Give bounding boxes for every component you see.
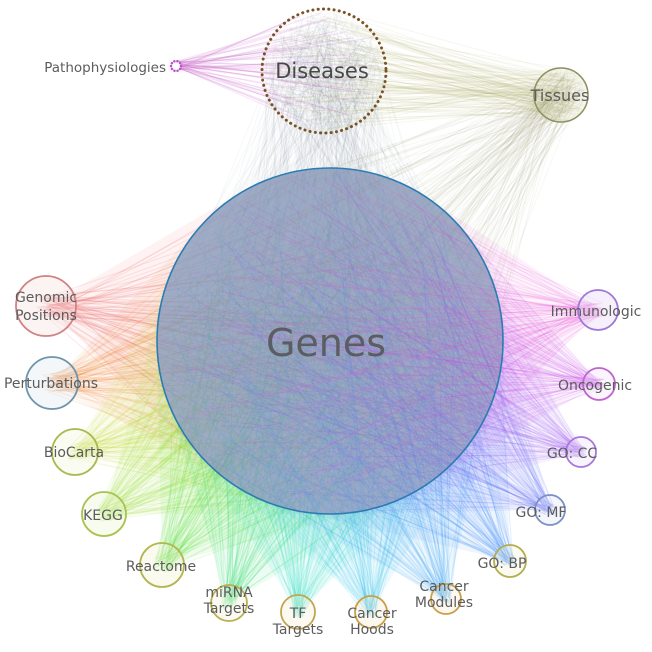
node-perturbations[interactable] — [25, 356, 79, 410]
label-perturbations: Perturbations — [4, 376, 98, 392]
bundle-oncogenic-fan — [157, 168, 605, 514]
node-immunologic[interactable] — [577, 289, 619, 331]
node-oncogenic[interactable] — [582, 367, 616, 401]
bundle-kegg-fan — [96, 168, 503, 522]
node-diseases[interactable] — [260, 7, 388, 135]
node-cancer-hoods[interactable] — [354, 595, 388, 629]
label-tissues: Tissues — [530, 86, 590, 105]
bundle-pathophysiologies-diseases — [171, 12, 378, 125]
bundle-biocarta-fan — [67, 168, 503, 514]
bundle-diseases-internal — [262, 8, 384, 133]
bundle-genomic-positions-fan — [35, 168, 503, 514]
label-mirna-targets-1: Targets — [203, 601, 255, 617]
label-tf-targets-1: Targets — [272, 622, 324, 638]
node-circles — [15, 7, 619, 630]
label-tf-targets: TF — [289, 606, 307, 622]
label-diseases: Diseases — [275, 59, 369, 83]
node-biocarta[interactable] — [51, 428, 99, 476]
bundle-cancer-hoods-fan — [157, 168, 503, 618]
node-mirna-targets[interactable] — [210, 584, 248, 622]
node-tf-targets[interactable] — [280, 594, 316, 630]
label-genomic-positions: Genomic — [15, 290, 77, 306]
bundle-immunologic-fan — [157, 168, 605, 514]
bundle-perturbations-fan — [42, 168, 503, 514]
node-kegg[interactable] — [81, 491, 127, 537]
node-genomic-positions[interactable] — [15, 275, 77, 337]
bundle-diseases-to-genes — [162, 10, 502, 510]
bundle-tissues-internal — [534, 68, 585, 122]
node-pathophysiologies[interactable] — [169, 59, 183, 73]
node-reactome[interactable] — [139, 542, 185, 588]
label-cancer-hoods-1: Hoods — [350, 622, 394, 638]
label-immunologic: Immunologic — [551, 304, 642, 320]
bundle-reactome-fan — [154, 168, 503, 573]
node-go-cc[interactable] — [565, 436, 597, 468]
bundle-go-bp-fan — [157, 168, 516, 567]
label-reactome: Reactome — [126, 559, 196, 575]
label-cancer-hoods: Cancer — [347, 606, 397, 622]
bundle-mirna-targets-fan — [157, 168, 503, 610]
label-go-cc: GO: CC — [547, 446, 598, 462]
node-cancer-modules[interactable] — [430, 583, 462, 615]
bundle-diseases-tissues — [262, 8, 586, 131]
node-tissues[interactable] — [533, 67, 589, 123]
label-kegg: KEGG — [83, 508, 123, 524]
label-genes: Genes — [266, 321, 386, 365]
label-genomic-positions-1: Positions — [15, 308, 77, 324]
bundle-go-mf-fan — [157, 168, 556, 516]
label-pathophysiologies: Pathophysiologies — [44, 60, 166, 76]
label-mirna-targets: miRNA — [205, 585, 253, 601]
label-go-mf: GO: MF — [516, 505, 567, 521]
label-biocarta: BioCarta — [44, 445, 104, 461]
node-genes[interactable] — [156, 167, 504, 515]
label-oncogenic: Oncogenic — [558, 378, 632, 394]
node-go-bp[interactable] — [493, 544, 527, 578]
label-cancer-modules-1: Modules — [415, 595, 473, 611]
label-cancer-modules: Cancer — [419, 579, 469, 595]
bundle-go-cc-fan — [157, 168, 587, 514]
bundle-tf-targets-fan — [157, 168, 503, 618]
node-go-mf[interactable] — [534, 494, 566, 526]
label-go-bp: GO: BP — [478, 556, 527, 572]
bundle-tissues-to-genes — [164, 68, 588, 508]
edge-bundles — [35, 8, 605, 618]
